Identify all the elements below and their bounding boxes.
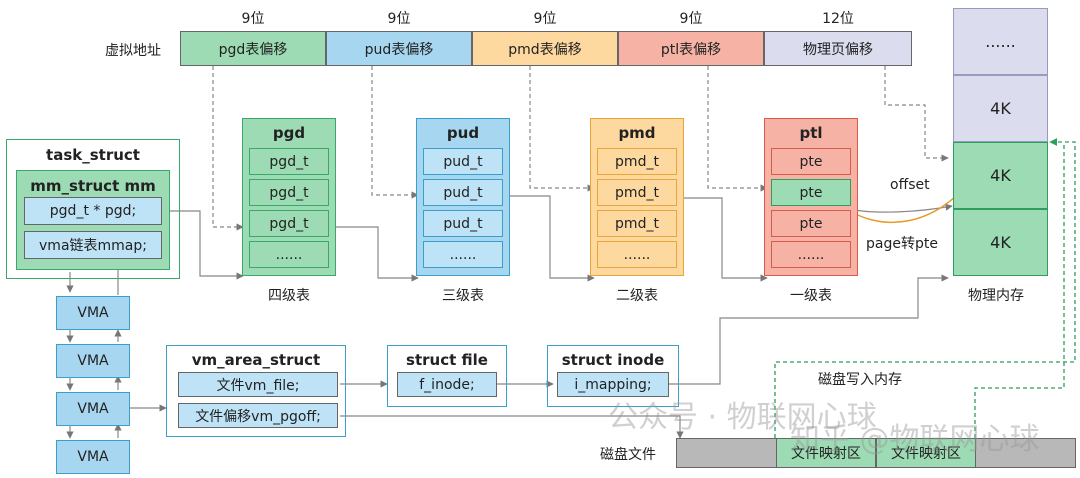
page-table-entry: ...... bbox=[771, 241, 851, 268]
memory-page: 4K bbox=[953, 75, 1048, 142]
vma-node: VMA bbox=[56, 344, 130, 378]
struct-file-title: struct file bbox=[406, 351, 488, 369]
disk-file-label: 磁盘文件 bbox=[600, 447, 656, 463]
vm-file-field: 文件vm_file; bbox=[178, 372, 338, 397]
struct-file-box: struct file bbox=[387, 345, 507, 407]
va-segment: pmd表偏移 bbox=[472, 31, 618, 66]
task-struct-title: task_struct bbox=[46, 146, 140, 164]
va-segment: pud表偏移 bbox=[326, 31, 472, 66]
struct-inode-title: struct inode bbox=[561, 351, 665, 369]
page-table-entry: pgd_t bbox=[249, 148, 329, 175]
pgd-pointer-line bbox=[168, 210, 244, 280]
bit-count-label: 12位 bbox=[822, 11, 854, 27]
pud-pointer-line bbox=[335, 226, 419, 282]
disk-mapped-region-1: 文件映射区 bbox=[776, 438, 876, 468]
bit-count-label: 9位 bbox=[241, 11, 265, 27]
page-table-entry: ...... bbox=[597, 241, 677, 268]
vma-node: VMA bbox=[56, 392, 130, 426]
va-segment: 物理页偏移 bbox=[764, 31, 912, 66]
pte-pointer-line bbox=[680, 197, 768, 282]
page-table-entry: pte bbox=[771, 148, 851, 175]
page-table-entry: pte bbox=[771, 179, 851, 206]
bit-count-label: 9位 bbox=[679, 11, 703, 27]
mmap-field: vma链表mmap; bbox=[24, 231, 162, 259]
bit-count-label: 9位 bbox=[533, 11, 557, 27]
physical-memory-caption: 物理内存 bbox=[968, 288, 1024, 304]
memory-page: 4K bbox=[953, 209, 1048, 276]
mm-struct-title: mm_struct mm bbox=[30, 177, 156, 195]
vm-area-struct-box: vm_area_struct bbox=[166, 345, 346, 437]
va-segment: ptl表偏移 bbox=[618, 31, 764, 66]
pte-to-page-line bbox=[853, 203, 953, 213]
vm-pgoff-field: 文件偏移vm_pgoff; bbox=[178, 403, 338, 428]
vma-node: VMA bbox=[56, 296, 130, 330]
page-table-title: pgd bbox=[272, 124, 306, 142]
page-table-entry: pmd_t bbox=[597, 148, 677, 175]
bit-count-label: 9位 bbox=[387, 11, 411, 27]
ptl-index-line bbox=[707, 66, 768, 192]
struct-inode-box: struct inode bbox=[547, 345, 679, 407]
pud-index-line bbox=[371, 66, 419, 199]
pgd-index-line bbox=[212, 66, 244, 231]
virtual-address-label: 虚拟地址 bbox=[105, 43, 161, 59]
pgd-field: pgd_t * pgd; bbox=[24, 197, 162, 225]
page-table-entry: pgd_t bbox=[249, 210, 329, 237]
page-table-entry: pmd_t bbox=[597, 210, 677, 237]
disk-mapped-region-2: 文件映射区 bbox=[876, 438, 976, 468]
page-table-caption: 四级表 bbox=[268, 288, 310, 304]
page-table-entry: pmd_t bbox=[597, 179, 677, 206]
pmd-pointer-line bbox=[508, 195, 595, 282]
pmd-index-line bbox=[529, 66, 595, 192]
page-table-entry: pte bbox=[771, 210, 851, 237]
page-table-entry: pud_t bbox=[423, 179, 503, 206]
memory-page: ...... bbox=[953, 8, 1048, 75]
vm-area-struct-title: vm_area_struct bbox=[191, 351, 321, 369]
page-table-caption: 三级表 bbox=[442, 288, 484, 304]
page-table-title: pud bbox=[446, 124, 480, 142]
page-table-entry: pud_t bbox=[423, 148, 503, 175]
watermark-zhihu: 知乎 @物联网心球 bbox=[790, 422, 1040, 457]
task-struct-box: task_struct bbox=[6, 139, 180, 279]
page-table-title: pmd bbox=[618, 124, 656, 142]
page-table-caption: 二级表 bbox=[616, 288, 658, 304]
memory-page: 4K bbox=[953, 142, 1048, 209]
va-segment: pgd表偏移 bbox=[180, 31, 326, 66]
offset-line bbox=[884, 66, 949, 162]
vma-node: VMA bbox=[56, 440, 130, 474]
page-table-entry: ...... bbox=[423, 241, 503, 268]
page-table-entry: pgd_t bbox=[249, 179, 329, 206]
f-inode-field: f_inode; bbox=[397, 372, 497, 397]
page-table-title: ptl bbox=[799, 124, 823, 142]
watermark-wechat: 公众号 · 物联网心球 bbox=[608, 400, 877, 435]
offset-label: offset bbox=[890, 177, 930, 193]
page-table-caption: 一级表 bbox=[790, 288, 832, 304]
page-to-pte-label: page转pte bbox=[866, 236, 938, 252]
disk-to-memory-label: 磁盘写入内存 bbox=[818, 372, 902, 388]
page-table-entry: pud_t bbox=[423, 210, 503, 237]
i-mapping-field: i_mapping; bbox=[557, 372, 669, 397]
page-table-entry: ...... bbox=[249, 241, 329, 268]
